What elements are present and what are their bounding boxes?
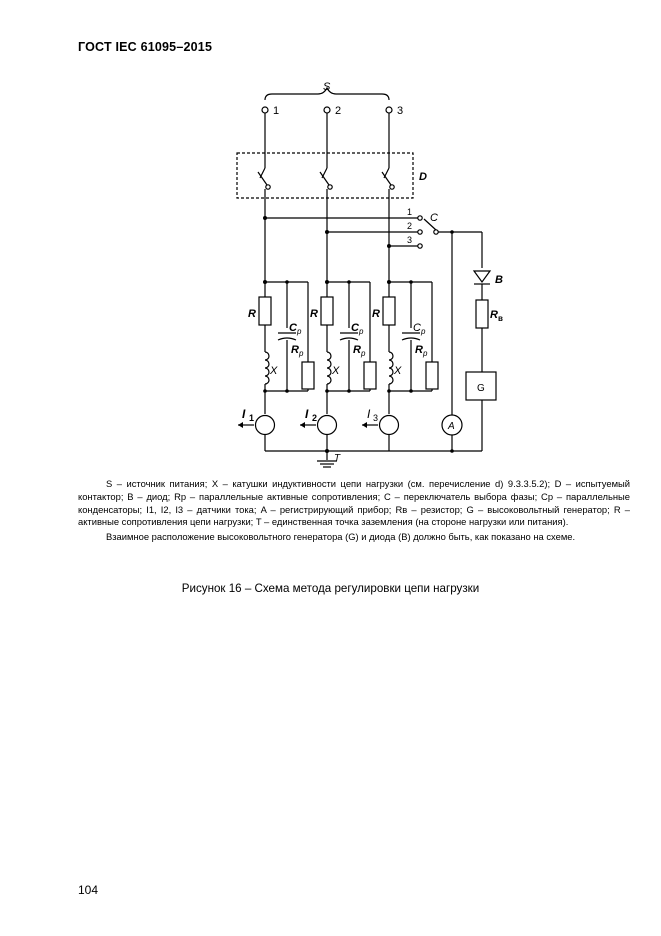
branch-3 xyxy=(378,281,439,451)
ammeter-label: A xyxy=(447,421,455,432)
resistor-3-label: R xyxy=(372,308,380,320)
page-number: 104 xyxy=(78,883,99,897)
branch-1 xyxy=(254,281,315,451)
parallel-resistor-3-label: R xyxy=(415,344,423,356)
sensor-2-sub: 2 xyxy=(312,413,317,423)
ground-label: T xyxy=(334,453,341,464)
sensor-1-sub: 1 xyxy=(249,413,254,423)
figure-title: Рисунок 16 – Схема метода регулировки це… xyxy=(181,582,480,595)
resistor-2-label: R xyxy=(310,308,318,320)
terminal-1 xyxy=(261,106,269,114)
generator-resistor-sub: в xyxy=(498,314,503,323)
terminal-2 xyxy=(323,106,331,114)
generator-resistor-label: R xyxy=(490,309,498,321)
legend-paragraph-2: Взаимное расположение высоковольтного ге… xyxy=(106,531,576,543)
generator-resistor xyxy=(475,299,489,329)
sensor-3-sub: 3 xyxy=(373,413,378,423)
capacitor-1-label: C xyxy=(289,322,298,334)
capacitor-2-label: C xyxy=(351,322,360,334)
parallel-resistor-2-sub: р xyxy=(360,349,366,358)
switch-pos-2: 2 xyxy=(407,221,412,231)
parallel-resistor-1-label: R xyxy=(291,344,299,356)
circuit-diagram: S 1 2 3 D 1 2 3 C R R R C р C р C р R р … xyxy=(236,81,503,468)
switch-pos-3: 3 xyxy=(407,235,412,245)
parallel-resistor-3-sub: р xyxy=(422,349,428,358)
inductor-2-label: X xyxy=(331,365,340,377)
diode xyxy=(472,270,492,284)
terminal-1-label: 1 xyxy=(273,105,279,117)
capacitor-3-sub: р xyxy=(420,327,426,336)
sensor-1-label: I xyxy=(242,407,246,421)
inductor-1-label: X xyxy=(269,365,278,377)
legend-paragraph-1: S – источник питания; X – катушки индукт… xyxy=(78,478,630,528)
contactor-box xyxy=(236,152,414,199)
source-brace xyxy=(264,86,390,101)
source-label: S xyxy=(323,81,331,93)
parallel-resistor-1-sub: р xyxy=(298,349,304,358)
diode-label: B xyxy=(495,274,503,286)
switch-label: C xyxy=(430,212,438,224)
inductor-3-label: X xyxy=(393,365,402,377)
terminal-2-label: 2 xyxy=(335,105,341,117)
generator-box xyxy=(465,371,497,401)
terminal-3-label: 3 xyxy=(397,105,403,117)
document-header: ГОСТ IEC 61095–2015 xyxy=(78,40,213,54)
sensor-3-label: I xyxy=(367,407,371,421)
capacitor-2-sub: р xyxy=(358,327,364,336)
contactor-label: D xyxy=(419,171,427,183)
generator-label: G xyxy=(477,383,485,394)
sensor-2-label: I xyxy=(305,407,309,421)
resistor-1-label: R xyxy=(248,308,256,320)
switch-pos-1: 1 xyxy=(407,207,412,217)
figure-legend: S – источник питания; X – катушки индукт… xyxy=(78,478,630,544)
terminal-3 xyxy=(385,106,393,114)
branch-2 xyxy=(316,281,377,451)
capacitor-1-sub: р xyxy=(296,327,302,336)
capacitor-3-label: C xyxy=(413,322,421,334)
parallel-resistor-2-label: R xyxy=(353,344,361,356)
